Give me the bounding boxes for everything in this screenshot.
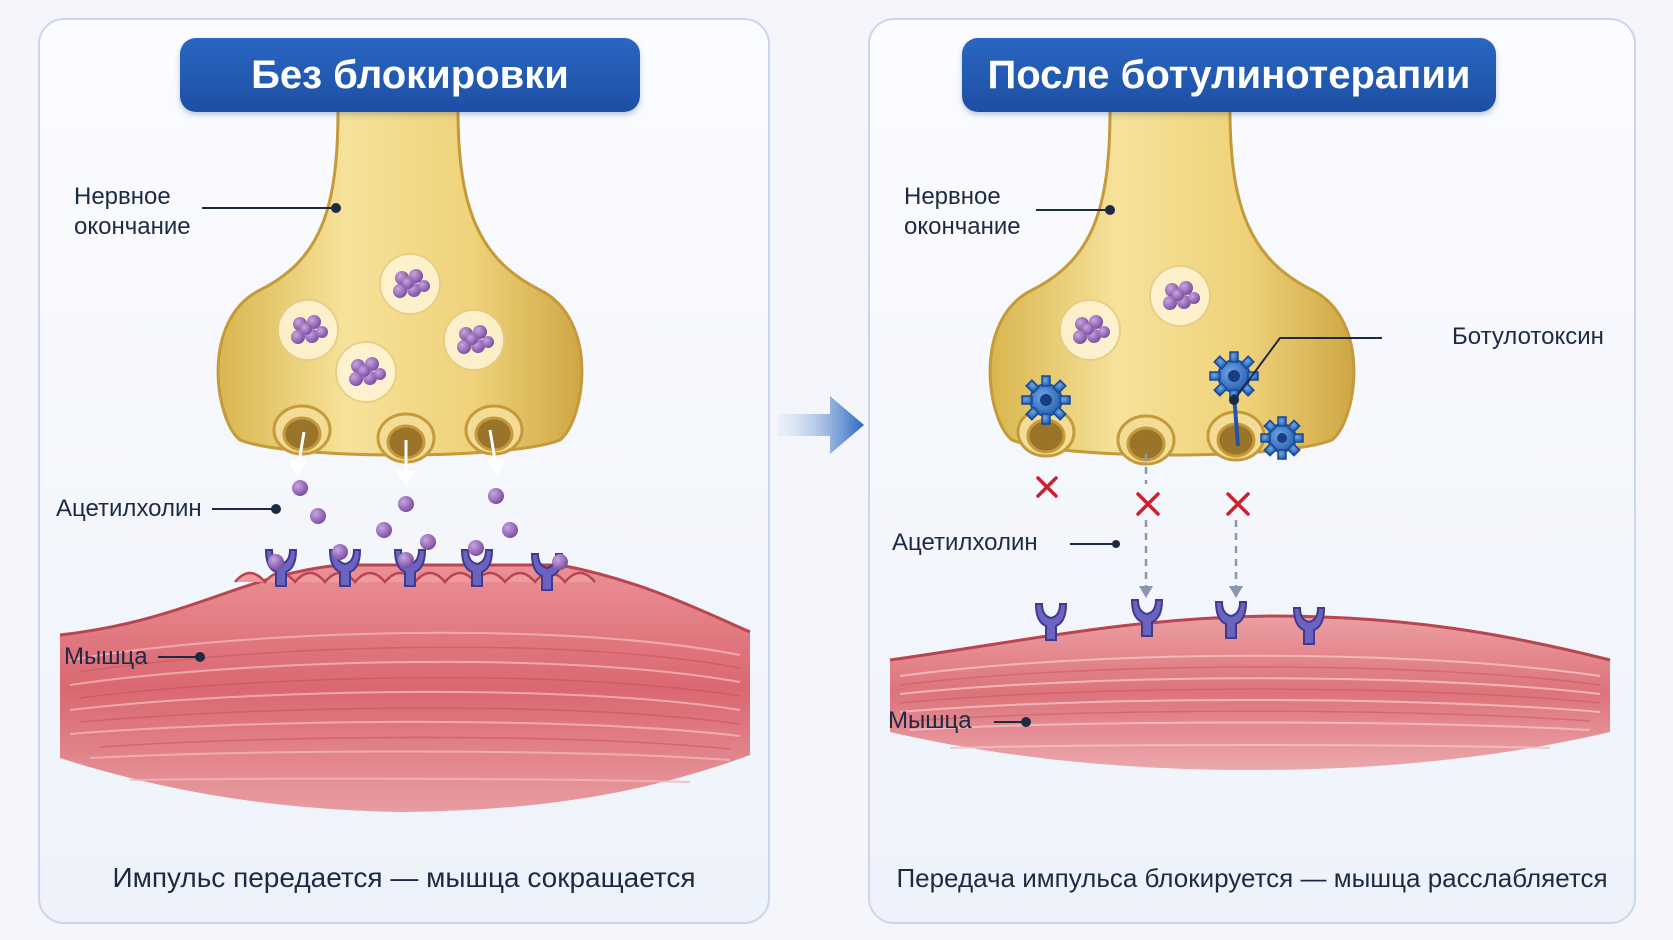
nerve-ending-label: Нервное окончание bbox=[74, 182, 234, 242]
panel-after-botulinum: После ботулинотерапии Нервное окончание … bbox=[868, 18, 1636, 924]
muscle-label: Мышца bbox=[64, 642, 148, 672]
panel-title: Без блокировки bbox=[180, 38, 640, 112]
vesicle bbox=[380, 254, 440, 314]
nerve-ending-label: Нервное окончание bbox=[904, 182, 1064, 242]
muscle-tissue bbox=[60, 565, 750, 812]
panel-title: После ботулинотерапии bbox=[962, 38, 1496, 112]
botulinum-toxin-label: Ботулотоксин bbox=[1452, 322, 1604, 352]
vesicle bbox=[1060, 300, 1120, 360]
toxin-gear-icon bbox=[1261, 417, 1303, 459]
block-x-icon bbox=[1038, 478, 1056, 496]
acetylcholine-label: Ацетилхолин bbox=[892, 528, 1038, 558]
right-illustration bbox=[870, 20, 1636, 924]
panel-caption: Импульс передается — мышца сокращается bbox=[40, 862, 768, 894]
left-illustration bbox=[40, 20, 770, 924]
vesicle bbox=[444, 310, 504, 370]
vesicle bbox=[1150, 266, 1210, 326]
blocked-release-paths bbox=[1139, 454, 1243, 598]
toxin-gear-icon bbox=[1022, 376, 1070, 424]
panel-caption: Передача импульса блокируется — мышца ра… bbox=[870, 863, 1634, 894]
muscle-label: Мышца bbox=[888, 706, 972, 736]
arrow-right-icon bbox=[778, 390, 868, 460]
muscle-tissue bbox=[890, 616, 1610, 770]
panel-no-block: Без блокировки Нервное окончание Ацетилх… bbox=[38, 18, 770, 924]
acetylcholine-label: Ацетилхолин bbox=[56, 494, 202, 524]
vesicle bbox=[278, 300, 338, 360]
block-x-icons bbox=[1038, 478, 1248, 514]
block-x-icon bbox=[1228, 494, 1248, 514]
block-x-icon bbox=[1138, 494, 1158, 514]
vesicle bbox=[336, 342, 396, 402]
